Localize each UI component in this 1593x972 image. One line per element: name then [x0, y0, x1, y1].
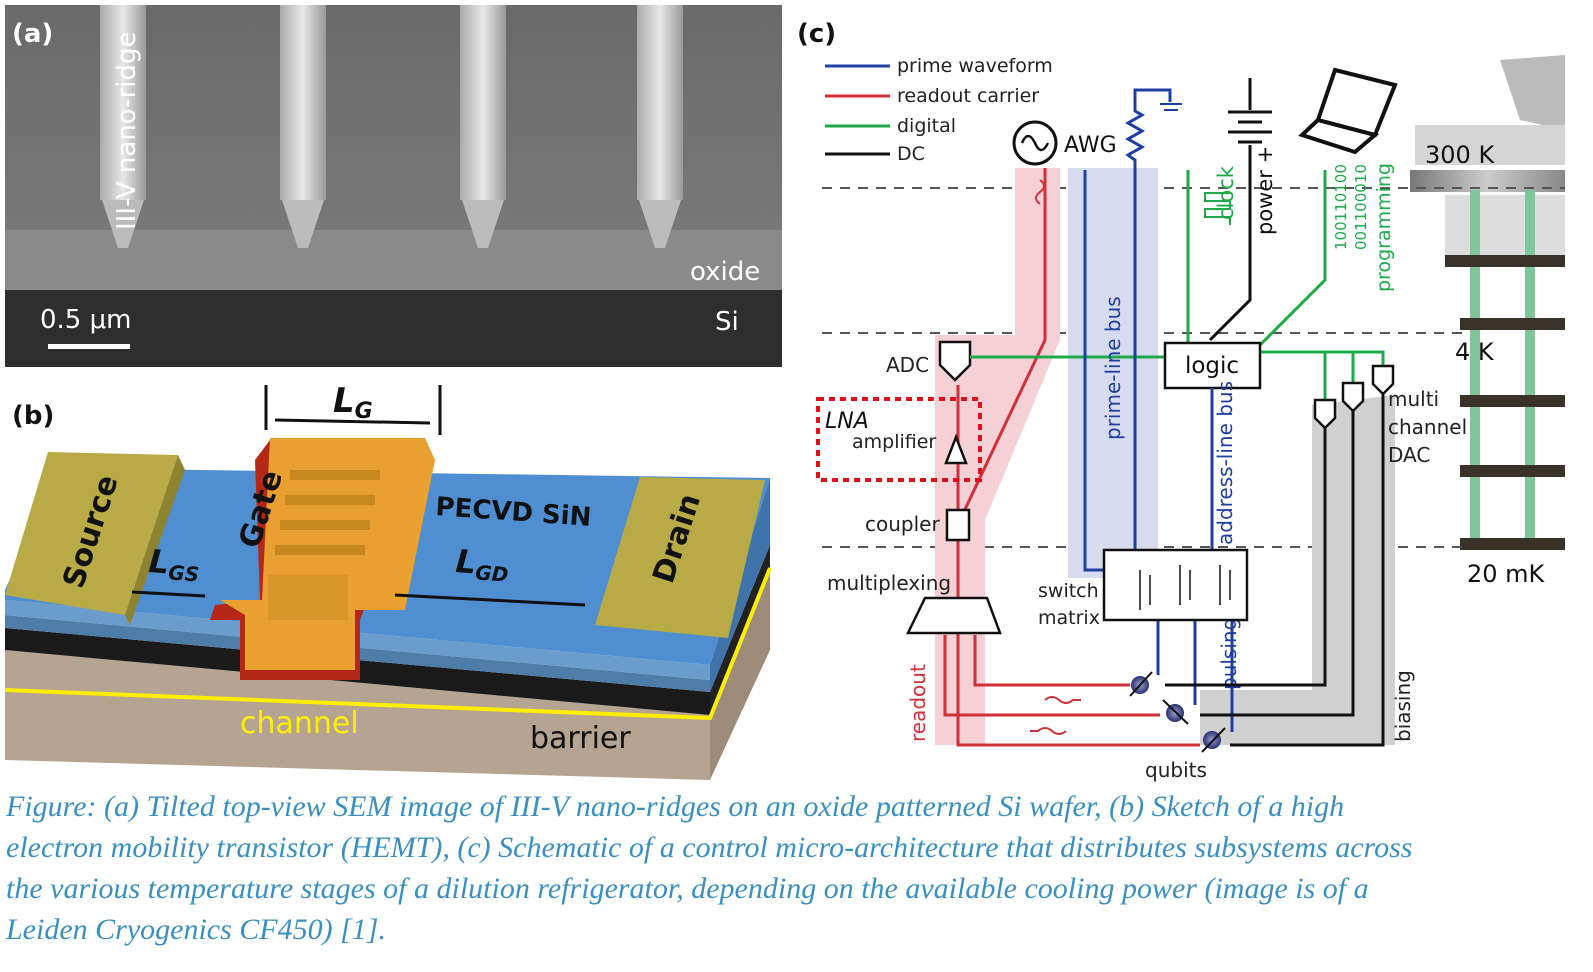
dac-label-channel: channel: [1388, 415, 1467, 439]
dac-icons: [1313, 364, 1395, 430]
drain-contact: [595, 477, 765, 638]
legend: prime waveform readout carrier digital D…: [825, 55, 1053, 165]
clock-label: clock: [1214, 165, 1238, 220]
panel-a-sem-image: (a) III-V nano-ridge oxide Si 0.5 μm: [5, 5, 782, 367]
resistor-icon: [1124, 88, 1172, 300]
caption-line-3: the various temperature stages of a dilu…: [6, 872, 1369, 905]
lgs-label: LGS: [147, 542, 201, 586]
battery-icon: [1208, 78, 1272, 342]
legend-readout-carrier: readout carrier: [897, 85, 1039, 107]
biasing-label: biasing: [1391, 670, 1415, 742]
readout-label: readout: [906, 664, 930, 742]
prime-bus-label: prime-line bus: [1101, 296, 1125, 440]
biasing-band: [1200, 395, 1395, 745]
scale-bar-label: 0.5 μm: [40, 305, 131, 335]
stage-20mk: 20 mK: [1467, 560, 1546, 588]
matrix-label: matrix: [1038, 607, 1100, 629]
address-bus-label: address-line bus: [1213, 381, 1237, 545]
lg-arrow: [274, 418, 431, 425]
panel-c-control-schematic: (c) 300 K 4 K 20 mK: [797, 19, 1565, 782]
channel-line: [4, 567, 772, 721]
adc-label: ADC: [886, 353, 929, 377]
lgd-label: LGD: [454, 542, 510, 587]
panel-b-hemt-sketch: (b) LG Source Gate Drain PECVD SiN LGS L…: [4, 381, 772, 780]
dac-label-multi: multi: [1388, 387, 1439, 411]
si-label: Si: [715, 307, 739, 337]
legend-prime-waveform: prime waveform: [897, 55, 1053, 77]
nano-ridges: [100, 5, 683, 248]
barrier-label: barrier: [530, 721, 631, 756]
pulsing-label: pulsing: [1217, 618, 1241, 690]
lna-label: LNA: [825, 409, 869, 434]
readout-line: [956, 385, 1200, 747]
amplifier-icon: [944, 433, 968, 465]
laptop-icon: [1298, 67, 1398, 155]
gate-contact: [210, 438, 435, 680]
legend-dc: DC: [897, 143, 925, 165]
scale-bar: [48, 344, 130, 349]
legend-digital: digital: [897, 115, 956, 137]
cryostat-image: [1410, 55, 1565, 550]
awg-label: AWG: [1064, 133, 1117, 158]
stage-300k: 300 K: [1425, 141, 1495, 169]
panel-c-label: (c): [797, 19, 836, 49]
multiplexing-label: multiplexing: [827, 571, 951, 595]
panel-a-label: (a): [12, 19, 53, 49]
adc-icon: [938, 340, 972, 382]
channel-label: channel: [240, 706, 359, 741]
coupler-icon: [945, 508, 971, 542]
figure: (a) III-V nano-ridge oxide Si 0.5 μm: [4, 5, 1565, 782]
source-contact: [5, 452, 185, 625]
dac-label-dac: DAC: [1388, 443, 1430, 467]
panel-b-label: (b): [12, 401, 54, 431]
clock-icon: [1204, 192, 1231, 225]
switch-label: switch: [1038, 580, 1099, 602]
prime-line-band: [1068, 168, 1158, 578]
caption-line-4: Leiden Cryogenics CF450) [1].: [6, 913, 386, 946]
figure-caption: Figure: (a) Tilted top-view SEM image of…: [6, 786, 1586, 950]
oxide-label: oxide: [690, 257, 760, 287]
bits-2: 001100010: [1352, 164, 1370, 250]
lna-highlight-box: [816, 397, 982, 482]
qubits-label: qubits: [1145, 758, 1207, 782]
ridge-label: III-V nano-ridge: [112, 32, 142, 231]
lg-label: LG: [333, 381, 373, 424]
programming-label: programming: [1373, 163, 1395, 292]
caption-line-2: electron mobility transistor (HEMT), (c)…: [6, 831, 1413, 864]
caption-line-1: Figure: (a) Tilted top-view SEM image of…: [6, 790, 1345, 823]
coupler-label: coupler: [865, 512, 940, 536]
bits-1: 100110100: [1332, 164, 1350, 250]
qubit-icons: [1129, 671, 1226, 753]
stage-4k: 4 K: [1455, 338, 1495, 366]
multiplexer-icon: [906, 596, 1002, 635]
amplifier-label: amplifier: [852, 431, 936, 453]
power-label: power +: [1253, 146, 1277, 235]
logic-label: logic: [1185, 353, 1239, 379]
switch-matrix: [1102, 548, 1249, 622]
